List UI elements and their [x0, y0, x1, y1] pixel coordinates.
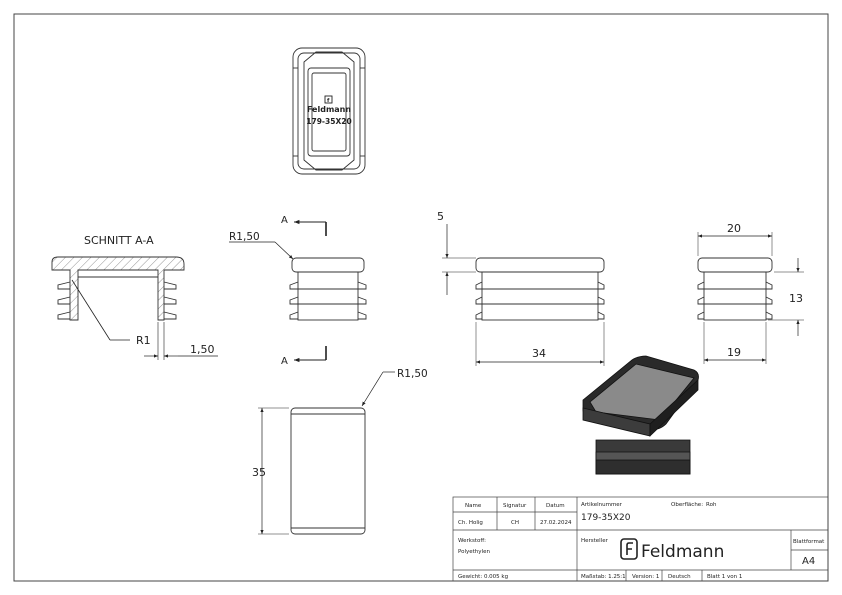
top-view [292, 47, 366, 175]
tb-name-value: Ch. Holig [458, 520, 483, 526]
dim-34: 34 [532, 347, 546, 360]
svg-text:f: f [327, 98, 330, 104]
tb-material-header: Werkstoff: [458, 538, 486, 544]
tb-maker-header: Hersteller [581, 538, 609, 544]
section-title: SCHNITT A-A [84, 234, 154, 247]
dim-5: 5 [437, 210, 444, 223]
section-view [51, 256, 185, 321]
section-marker-top: A [281, 215, 288, 226]
tb-surface-value: Roh [706, 502, 717, 508]
feldmann-logo-icon [620, 538, 638, 560]
tb-weight: Gewicht: 0.005 kg [458, 574, 508, 580]
tb-sig-header: Signatur [503, 503, 527, 509]
top-view-brand: Feldmann [307, 105, 351, 114]
tb-sheet: Blatt 1 von 1 [707, 574, 742, 580]
tb-format-value: A4 [802, 556, 815, 567]
tb-scale: Maßstab: 1.25:1 [581, 574, 626, 580]
drawing-frame [13, 13, 829, 582]
iso-view [582, 355, 699, 475]
dim-13: 13 [789, 292, 803, 305]
tb-maker-value: Feldmann [641, 542, 724, 562]
tb-date-header: Datum [546, 503, 565, 509]
dim-r150-front: R1,50 [229, 231, 260, 243]
section-marker-bottom: A [281, 356, 288, 367]
dim-35: 35 [252, 466, 266, 479]
dim-20: 20 [727, 222, 741, 235]
tb-date-value: 27.02.2024 [540, 520, 572, 526]
tb-format-header: Blattformat [793, 539, 825, 545]
dim-r1: R1 [136, 334, 151, 347]
side-view-short [697, 257, 773, 321]
dim-wall: 1,50 [190, 343, 215, 356]
tb-sig-value: CH [511, 520, 519, 526]
tb-language: Deutsch [668, 574, 691, 580]
tb-surface-header: Oberfläche: [671, 502, 703, 508]
dim-r150-bottom: R1,50 [397, 368, 428, 380]
front-view [289, 257, 367, 321]
title-block [452, 496, 829, 582]
bottom-view [290, 407, 366, 535]
tb-article-value: 179-35X20 [581, 513, 631, 523]
side-view-long [475, 257, 605, 321]
top-view-code: 179-35X20 [306, 117, 351, 126]
dim-19: 19 [727, 346, 741, 359]
tb-article-header: Artikelnummer [581, 502, 623, 508]
top-view-logo-icon: f [324, 95, 333, 104]
tb-version: Version: 1 [632, 574, 659, 580]
tb-name-header: Name [465, 503, 482, 509]
tb-material-value: Polyethylen [458, 549, 490, 555]
r1-leader [71, 279, 111, 341]
